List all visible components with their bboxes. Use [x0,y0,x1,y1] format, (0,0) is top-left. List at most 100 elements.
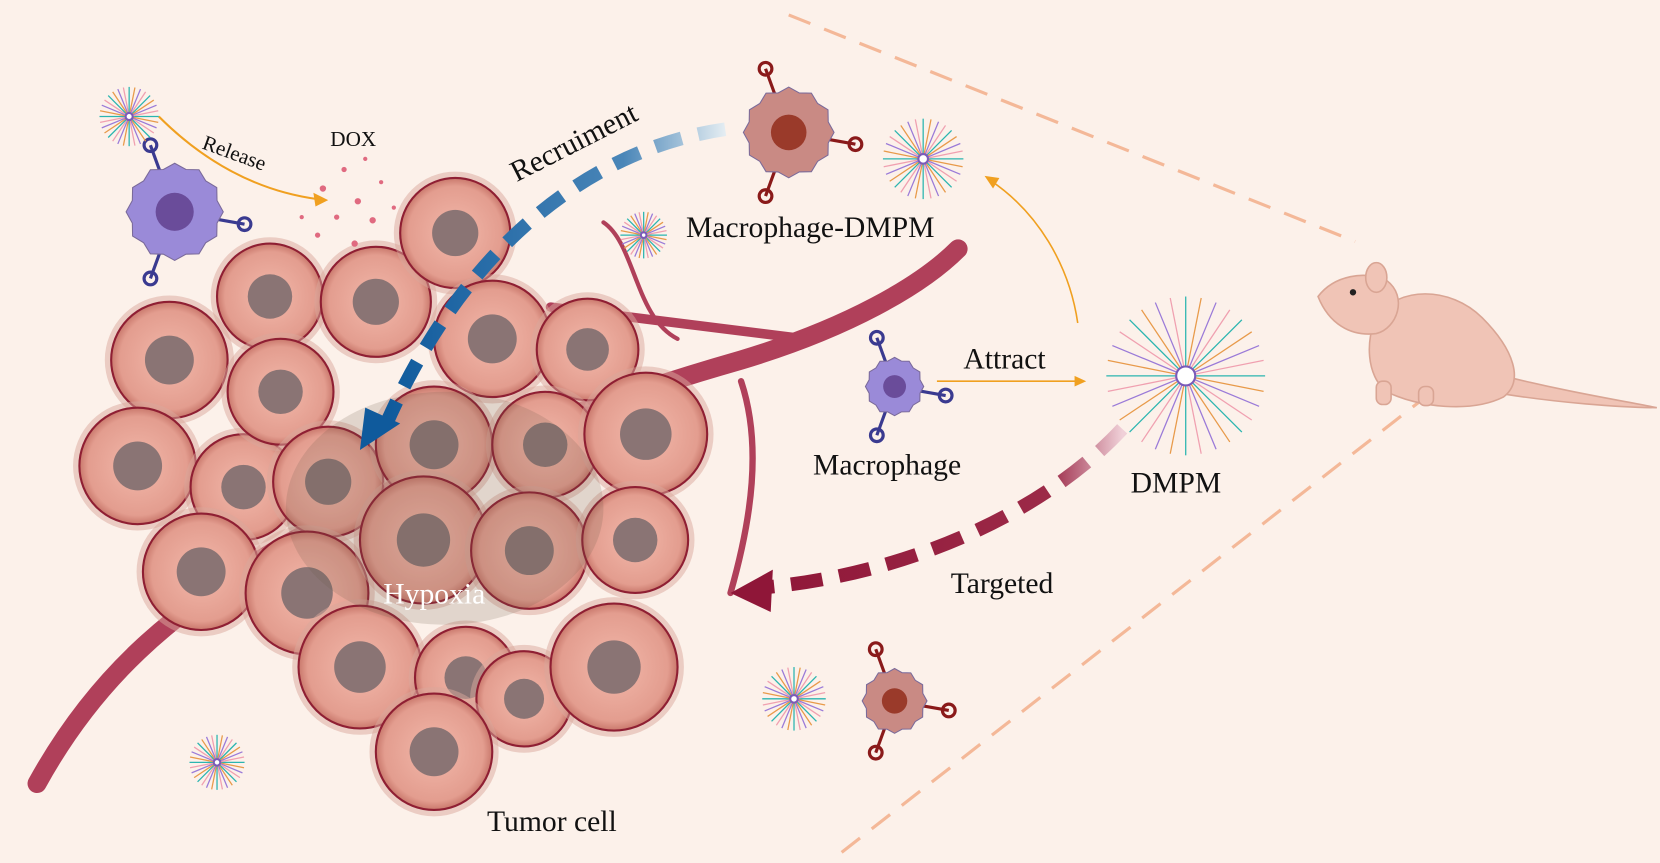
nanoparticle-strand [131,118,151,138]
nanoparticle-strand [923,119,932,155]
tumor-cell [266,420,390,544]
nanoparticle-strand [767,680,792,698]
nanoparticle-strand [623,221,642,235]
nanoparticle-strand [643,237,649,259]
macrophage-dmpm-label: Macrophage-DMPM [686,212,934,244]
nanoparticle-strand [927,150,963,159]
nanoparticle-strand [219,763,243,774]
nucleus [247,274,293,319]
macrophages [125,60,957,761]
dox-particle [391,205,396,210]
nanoparticle-strand [643,212,649,233]
nanoparticle-strand [132,104,157,116]
receptor-icon [867,744,884,761]
nanoparticle-strand [926,161,953,188]
nucleus [881,688,908,714]
nanoparticle-strand [781,669,794,696]
tumor-cell [314,240,438,364]
nanoparticle-strand [645,236,664,249]
release-label: Release [199,130,269,175]
nanoparticle-strand [796,701,817,722]
nucleus [221,464,266,510]
nanoparticle-strand [644,237,658,255]
nanoparticle-strand [191,751,215,762]
nanoparticle-strand [646,235,667,241]
nanoparticle-strand [107,118,128,138]
nanoparticle-strand [900,162,922,193]
nucleus [155,192,194,231]
nanoparticle-strand [645,218,661,234]
macrophage-dmpm-bottom [861,641,957,761]
nanoparticle-strand [211,765,218,790]
receptor-icon [757,188,774,205]
nanoparticle-strand [634,237,644,257]
macrophage-releasing [125,137,253,287]
nanoparticle-strand [131,117,155,134]
nanoparticle-strand [914,163,923,199]
macrophage-dmpm [742,60,864,205]
nanoparticle-strand [218,739,233,760]
nucleus [334,641,386,693]
nanoparticle-strand [775,672,793,696]
nanoparticle-strand [122,119,130,146]
nanoparticle-strand [1194,377,1264,393]
nucleus [305,458,352,505]
nanoparticle-strand [924,121,940,155]
nanoparticle-strand [193,746,215,762]
mouse-illustration [1317,261,1657,409]
nanoparticle-strand [926,136,957,157]
nanoparticle-strand [189,756,214,763]
nanoparticle-strand [1169,385,1185,454]
nanoparticle-strand [219,746,241,762]
nanoparticle-strand [883,150,919,159]
nanoparticle-core [1175,365,1197,387]
tumor-cell [464,486,594,616]
nanoparticle-strand [104,117,127,134]
attract-label: Attract [963,344,1046,376]
nucleus [352,278,399,325]
receptor-icon [867,641,884,658]
nanoparticle-strand [1141,383,1181,443]
dox-particle [314,232,321,238]
nanoparticle-strand [1169,297,1185,367]
macrophage [864,329,954,444]
nanoparticle-strand [620,229,642,236]
nanoparticle-strand [630,215,643,234]
dox-particle [334,214,340,220]
nanoparticle [189,734,245,790]
nanoparticle-strand [205,736,217,760]
release-arrowhead [313,192,329,207]
nanoparticle-strand [764,686,791,698]
nanoparticle-strand [130,91,147,114]
nanoparticle-strand [623,236,642,249]
dox-particle [351,240,358,247]
tumor-mass [73,171,714,817]
nanoparticle-strand [795,672,813,696]
nanoparticle-strand [621,225,642,235]
nanoparticle-strand [201,739,216,760]
nanoparticle-strand [99,116,126,123]
nanoparticle-strand [218,764,233,786]
dox-particle [354,198,362,205]
nanoparticle-strand [1193,380,1253,421]
nanoparticle-strand [1141,309,1181,369]
nanoparticle-strand [218,742,237,761]
nanoparticle-strand [797,698,826,706]
receptor-icon [142,137,159,154]
nanoparticle-strand [218,764,237,783]
nanoparticle-strand [914,119,923,155]
nanoparticle-strand [794,669,807,696]
targeted-label: Targeted [951,568,1054,600]
nanoparticle-core [212,757,222,767]
nanoparticle-strand [883,159,919,168]
attract-up-arrowhead [984,175,1000,189]
nanoparticle-strand [1119,380,1179,421]
nanoparticle-strand [191,763,215,774]
nanoparticle-strand [1194,359,1264,375]
nucleus [522,422,568,467]
nanoparticles [99,86,1266,790]
nanoparticle-strand [927,159,963,168]
nucleus [612,517,658,563]
nanoparticle-strand [638,212,644,233]
